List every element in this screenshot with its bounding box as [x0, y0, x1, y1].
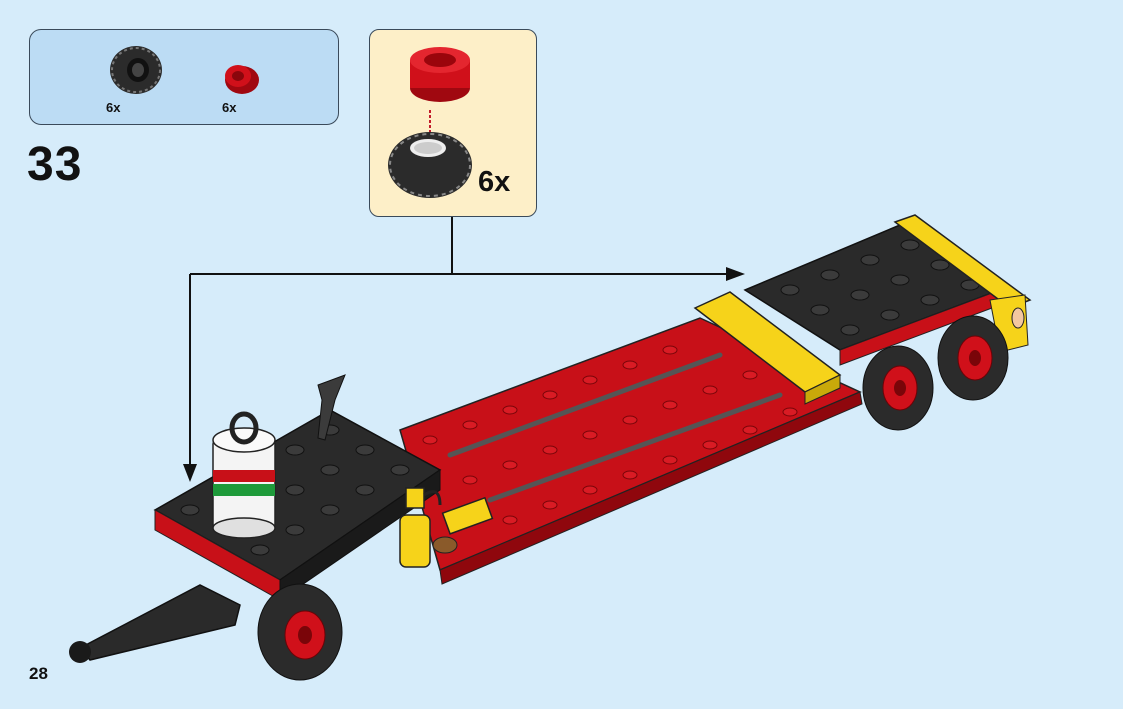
- tow-bar: [69, 585, 240, 663]
- arrow-head-down: [183, 464, 197, 482]
- arrow-head-right: [726, 267, 745, 281]
- white-canister: [213, 414, 275, 538]
- front-wheel: [258, 584, 342, 680]
- page-number: 28: [29, 664, 48, 684]
